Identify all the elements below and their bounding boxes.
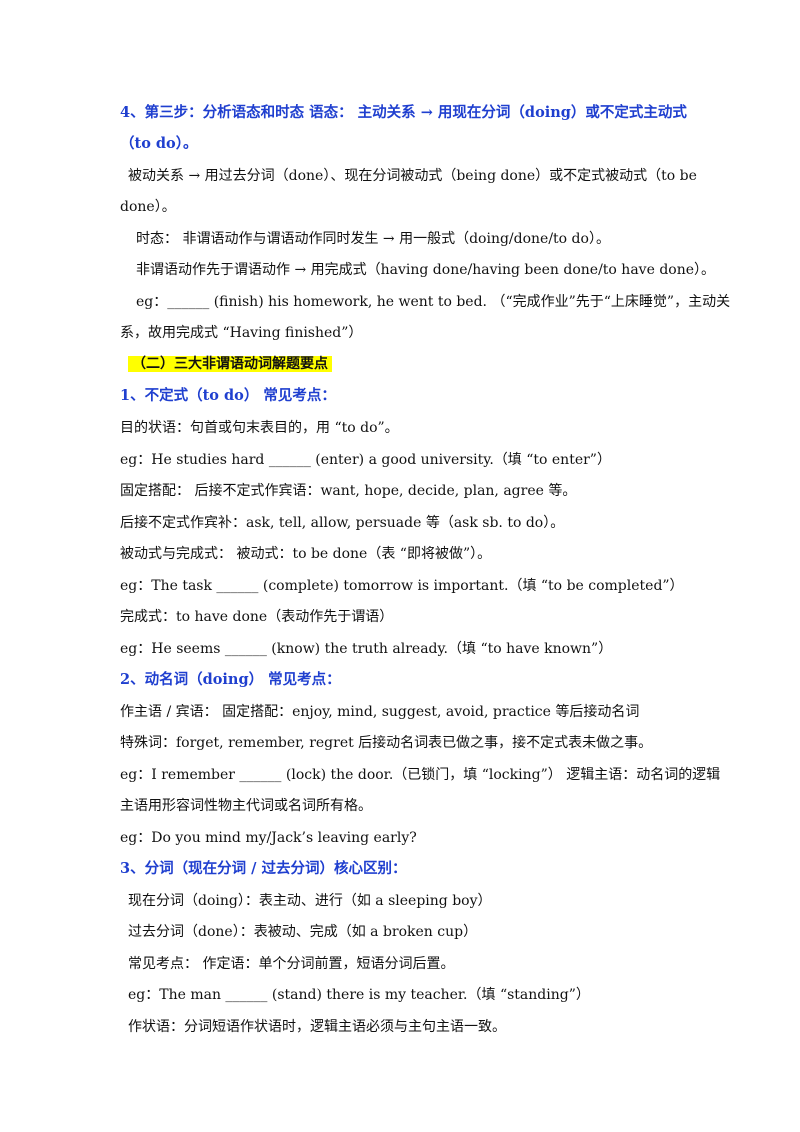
step4-title: 4、第三步：分析语态和时态 语态： 主动关系 → 用现在分词（doing）或不定… (120, 104, 687, 121)
gerund-title: 2、动名词（doing） 常见考点： (120, 671, 341, 688)
participle-adverbial: 作状语：分词短语作状语时，逻辑主语必须与主句主语一致。 (128, 1019, 506, 1035)
gerund-subject: 作主语 / 宾语： 固定搭配：enjoy, mind, suggest, avo… (120, 704, 640, 720)
prior-line: 非谓语动作先于谓语动作 → 用完成式（having done/having be… (136, 262, 716, 278)
passive-line-cont: done）。 (120, 199, 176, 215)
participle-title: 3、分词（现在分词 / 过去分词）核心区别： (120, 860, 407, 877)
participle-example: eg：The man ______ (stand) there is my te… (128, 987, 590, 1003)
infinitive-title: 1、不定式（to do） 常见考点： (120, 387, 336, 404)
tense-line: 时态： 非谓语动作与谓语动作同时发生 → 用一般式（doing/done/to … (136, 231, 610, 247)
infinitive-passive: 被动式与完成式： 被动式：to be done（表 “即将被做”）。 (120, 546, 492, 562)
infinitive-example-1: eg：He studies hard ______ (enter) a good… (120, 452, 611, 468)
passive-line: 被动关系 → 用过去分词（done）、现在分词被动式（being done）或不… (128, 168, 697, 184)
step4-title-cont: （to do）。 (120, 135, 198, 152)
example-line-cont: 系，故用完成式 “Having finished”） (120, 325, 363, 341)
infinitive-fixed: 固定搭配： 后接不定式作宾语：want, hope, decide, plan,… (120, 483, 577, 499)
infinitive-example-2: eg：The task ______ (complete) tomorrow i… (120, 578, 684, 594)
infinitive-perfect: 完成式：to have done（表动作先于谓语） (120, 609, 394, 625)
participle-present: 现在分词（doing）：表主动、进行（如 a sleeping boy） (128, 893, 492, 909)
gerund-example-1-cont: 主语用形容词性物主代词或名词所有格。 (120, 798, 372, 814)
participle-past: 过去分词（done）：表被动、完成（如 a broken cup） (128, 924, 478, 940)
example-line: eg：______ (finish) his homework, he went… (136, 294, 731, 310)
infinitive-complement: 后接不定式作宾补：ask, tell, allow, persuade 等（as… (120, 515, 565, 531)
gerund-example-1: eg：I remember ______ (lock) the door.（已锁… (120, 767, 721, 783)
gerund-example-2: eg：Do you mind my/Jack’s leaving early? (120, 830, 417, 846)
infinitive-purpose: 目的状语：句首或句末表目的，用 “to do”。 (120, 420, 399, 436)
section-heading: （二）三大非谓语动词解题要点 (128, 354, 332, 374)
participle-common: 常见考点： 作定语：单个分词前置，短语分词后置。 (128, 956, 455, 972)
infinitive-example-3: eg：He seems ______ (know) the truth alre… (120, 641, 613, 657)
gerund-special: 特殊词：forget, remember, regret 后接动名词表已做之事，… (120, 735, 653, 751)
section-heading-highlight: （二）三大非谓语动词解题要点 (128, 356, 332, 372)
